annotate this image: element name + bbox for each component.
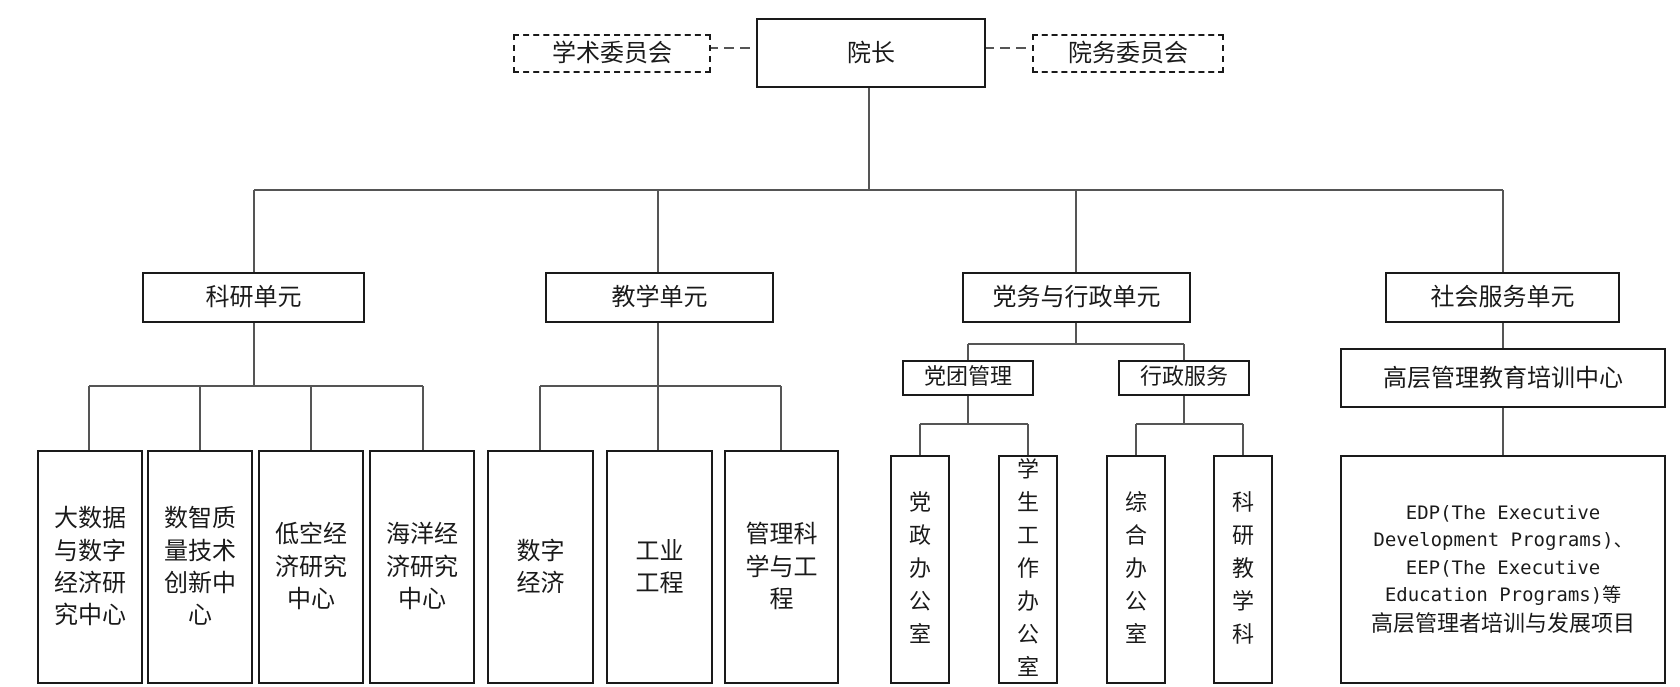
programs-line-1: EDP(The Executive <box>1405 501 1601 524</box>
executive-education-center-label: 高层管理教育培训中心 <box>1383 363 1623 392</box>
programs-line-3: EEP(The Executive <box>1405 556 1601 579</box>
party-office-box: 学 生 工 作 办 公 室 <box>998 455 1058 684</box>
teaching-program-box: 管理科 学与工 程 <box>724 450 839 684</box>
research-unit-label: 科研单元 <box>205 283 302 312</box>
academic-committee-label: 学术委员会 <box>552 39 672 68</box>
academic-committee-box: 学术委员会 <box>513 34 711 73</box>
dean-box: 院长 <box>756 18 986 88</box>
party-admin-unit-label: 党务与行政单元 <box>992 283 1161 312</box>
affairs-committee-label: 院务委员会 <box>1068 39 1188 68</box>
teaching-program-label: 数字 经济 <box>516 536 565 597</box>
research-center-label: 大数据 与数字 经济研 究中心 <box>54 504 126 630</box>
research-center-box: 低空经 济研究 中心 <box>258 450 364 684</box>
social-service-unit-box: 社会服务单元 <box>1385 272 1620 323</box>
admin-office-box: 综 合 办 公 室 <box>1106 455 1166 684</box>
social-service-unit-label: 社会服务单元 <box>1430 283 1575 312</box>
party-admin-unit-box: 党务与行政单元 <box>962 272 1191 323</box>
teaching-program-label: 工业 工程 <box>635 536 684 597</box>
teaching-program-label: 管理科 学与工 程 <box>745 520 818 614</box>
teaching-program-box: 工业 工程 <box>606 450 713 684</box>
executive-programs-box: EDP(The Executive Development Programs)、… <box>1340 455 1666 684</box>
admin-office-box: 科 研 教 学 科 <box>1213 455 1273 684</box>
executive-education-center-box: 高层管理教育培训中心 <box>1340 348 1666 408</box>
research-unit-box: 科研单元 <box>142 272 365 323</box>
teaching-unit-label: 教学单元 <box>611 283 708 312</box>
party-management-label: 党团管理 <box>923 365 1012 391</box>
party-office-label: 党 政 办 公 室 <box>908 491 931 648</box>
research-center-label: 低空经 济研究 中心 <box>275 520 347 614</box>
teaching-program-box: 数字 经济 <box>487 450 594 684</box>
party-office-box: 党 政 办 公 室 <box>890 455 950 684</box>
research-center-label: 海洋经 济研究 中心 <box>386 520 458 614</box>
research-center-box: 海洋经 济研究 中心 <box>369 450 475 684</box>
programs-line-2: Development Programs)、 <box>1373 529 1633 552</box>
research-center-box: 大数据 与数字 经济研 究中心 <box>37 450 143 684</box>
admin-office-label: 综 合 办 公 室 <box>1124 491 1147 648</box>
party-office-label: 学 生 工 作 办 公 室 <box>1016 458 1039 681</box>
admin-service-box: 行政服务 <box>1118 360 1250 396</box>
admin-service-label: 行政服务 <box>1139 365 1228 391</box>
programs-line-5: 高层管理者培训与发展项目 <box>1370 611 1635 637</box>
programs-line-4: Education Programs)等 <box>1384 584 1622 607</box>
affairs-committee-box: 院务委员会 <box>1032 34 1224 73</box>
research-center-label: 数智质 量技术 创新中 心 <box>164 504 236 630</box>
party-management-box: 党团管理 <box>902 360 1034 396</box>
admin-office-label: 科 研 教 学 科 <box>1231 491 1254 648</box>
teaching-unit-box: 教学单元 <box>545 272 774 323</box>
research-center-box: 数智质 量技术 创新中 心 <box>147 450 253 684</box>
dean-label: 院长 <box>847 38 895 67</box>
